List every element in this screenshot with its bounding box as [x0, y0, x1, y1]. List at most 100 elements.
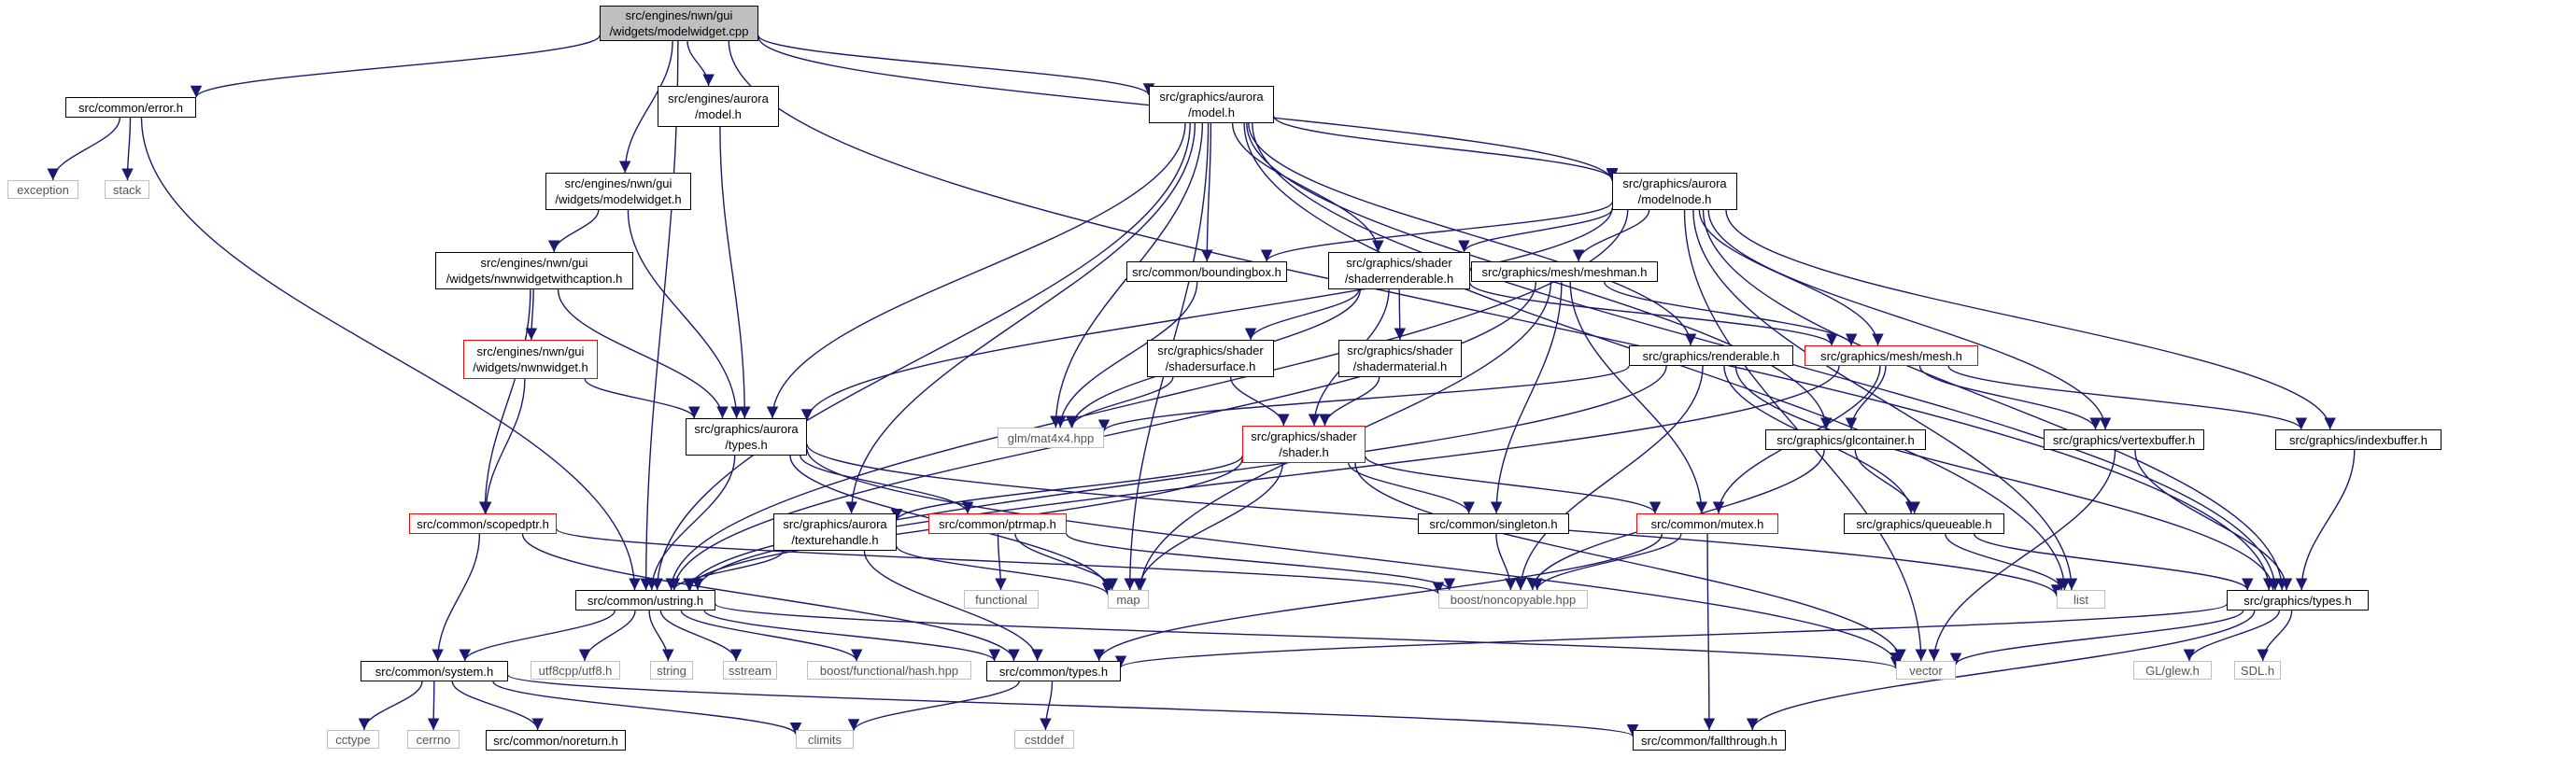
edge-mesh-h-to-indexbuffer-h [1947, 365, 2308, 430]
node-common-types-h[interactable]: src/common/types.h [986, 661, 1121, 681]
node-string: string [650, 661, 693, 680]
edge-gfx-model-h-to-aurora-types-h [766, 122, 1186, 419]
edge-mutex-h-to-common-types-h [1093, 533, 1663, 662]
edge-shader-h-to-mutex-h [1365, 456, 1662, 514]
node-queueable-h[interactable]: src/graphics/queueable.h [1844, 513, 2004, 534]
node-gfx-model-h[interactable]: src/graphics/aurora /model.h [1149, 86, 1274, 123]
edge-system-h-to-noreturn-h [451, 681, 544, 731]
node-error-h[interactable]: src/common/error.h [65, 97, 196, 118]
node-fallthrough-h[interactable]: src/common/fallthrough.h [1633, 730, 1786, 751]
node-noreturn-h[interactable]: src/common/noreturn.h [486, 730, 626, 751]
edge-system-h-to-cctype [358, 681, 423, 731]
edge-shader-h-to-singleton-h [1348, 462, 1475, 514]
node-cstddef: cstddef [1014, 730, 1074, 749]
edge-ustring-h-to-system-h [459, 610, 616, 662]
node-indexbuffer-h[interactable]: src/graphics/indexbuffer.h [2275, 429, 2442, 450]
edge-shadersurface-h-to-shader-h [1230, 376, 1290, 427]
edge-ptrmap-h-to-noncopyable [1066, 533, 1455, 591]
edge-renderable-h-to-mat4x4 [1097, 365, 1630, 432]
edge-modelnode-h-to-shaderrenderable-h [1458, 208, 1613, 253]
edge-renderable-h-to-noncopyable [1514, 365, 1704, 591]
node-system-h[interactable]: src/common/system.h [361, 661, 508, 681]
node-scopedptr-h[interactable]: src/common/scopedptr.h [409, 513, 557, 534]
edge-shadersurface-h-to-mat4x4 [1065, 376, 1174, 428]
node-ptrmap-h[interactable]: src/common/ptrmap.h [928, 513, 1067, 534]
edge-renderable-h-to-ustring-h [684, 365, 1667, 591]
node-ustring-h[interactable]: src/common/ustring.h [575, 590, 715, 611]
edge-shaderrenderable-h-to-mesh-h [1469, 282, 1838, 346]
edge-mutex-h-to-noncopyable [1531, 533, 1682, 591]
edge-aurora-types-h-to-vector [806, 448, 1903, 665]
node-vector: vector [1896, 661, 1956, 680]
edge-indexbuffer-h-to-gfx-types-h [2295, 449, 2356, 591]
edge-ustring-h-to-common-types-h [703, 610, 1000, 662]
node-mutex-h[interactable]: src/common/mutex.h [1636, 513, 1778, 534]
edge-modelnode-h-to-boundingbox-h [1260, 202, 1613, 262]
edge-common-types-h-to-climits [847, 681, 1020, 732]
node-shadermaterial-h[interactable]: src/graphics/shader /shadermaterial.h [1338, 340, 1462, 377]
node-vertexbuffer-h[interactable]: src/graphics/vertexbuffer.h [2044, 429, 2204, 450]
node-cctype: cctype [327, 730, 379, 749]
edge-ustring-h-to-hash [680, 610, 863, 662]
edge-texturehandle-h-to-map [896, 545, 1114, 596]
edge-ustring-h-to-string [648, 610, 674, 662]
edge-gfx-model-h-to-renderable-h [1248, 122, 1697, 346]
edge-renderable-h-to-gfx-types-h [1734, 365, 2279, 591]
node-gfx-types-h[interactable]: src/graphics/types.h [2227, 590, 2369, 611]
edge-meshman-h-to-mutex-h [1569, 281, 1708, 514]
node-texturehandle-h[interactable]: src/graphics/aurora /texturehandle.h [773, 513, 897, 551]
node-glcontainer-h[interactable]: src/graphics/glcontainer.h [1765, 429, 1926, 450]
edge-modelnode-h-to-gfx-types-h [1702, 209, 2288, 591]
edge-gfx-types-h-to-vector [1949, 610, 2244, 666]
edge-queueable-h-to-gfx-types-h [1974, 533, 2254, 591]
node-aurora-model-h[interactable]: src/engines/aurora /model.h [658, 86, 779, 127]
edge-nwnwidget-h-to-aurora-types-h [584, 378, 701, 419]
node-boundingbox-h[interactable]: src/common/boundingbox.h [1126, 261, 1287, 282]
node-meshman-h[interactable]: src/graphics/mesh/meshman.h [1471, 261, 1658, 282]
node-modelwidget-cpp: src/engines/nwn/gui /widgets/modelwidget… [600, 6, 758, 41]
node-functional: functional [964, 590, 1039, 609]
node-modelwidget-h[interactable]: src/engines/nwn/gui /widgets/modelwidget… [545, 173, 691, 210]
node-mesh-h[interactable]: src/graphics/mesh/mesh.h [1805, 345, 1978, 366]
edge-modelwidget-cpp-to-modelwidget-h [618, 40, 673, 174]
edge-aurora-model-h-to-aurora-types-h [719, 126, 751, 419]
edge-boundingbox-h-to-mat4x4 [1054, 281, 1198, 428]
node-cerrno: cerrno [407, 730, 460, 749]
edge-modelwidget-cpp-to-error-h [190, 35, 601, 98]
edge-modelnode-h-to-list [1692, 209, 2078, 591]
edge-texturehandle-h-to-common-types-h [863, 550, 1043, 662]
edge-gfx-model-h-to-ustring-h [651, 122, 1191, 591]
edge-ustring-h-to-vector [715, 603, 1902, 669]
edge-meshman-h-to-singleton-h [1490, 281, 1563, 514]
node-nwnwidget-h[interactable]: src/engines/nwn/gui /widgets/nwnwidget.h [463, 340, 598, 379]
edge-modelwidget-cpp-to-ustring-h [640, 40, 679, 591]
edge-mesh-h-to-glcontainer-h [1845, 365, 1887, 430]
node-renderable-h[interactable]: src/graphics/renderable.h [1629, 345, 1793, 366]
node-shadersurface-h[interactable]: src/graphics/shader /shadersurface.h [1147, 340, 1274, 377]
node-shader-h[interactable]: src/graphics/shader /shader.h [1242, 426, 1366, 463]
edge-modelwidget-cpp-to-aurora-model-h [686, 40, 715, 87]
node-modelnode-h[interactable]: src/graphics/aurora /modelnode.h [1612, 173, 1737, 210]
edge-ustring-h-to-sstream [659, 610, 743, 662]
edge-modelwidget-h-to-aurora-types-h [627, 209, 743, 419]
edge-mesh-h-to-vertexbuffer-h [1918, 365, 2102, 430]
edge-error-h-to-stack [121, 117, 134, 181]
edge-modelnode-h-to-indexbuffer-h [1725, 209, 2336, 430]
node-singleton-h[interactable]: src/common/singleton.h [1418, 513, 1569, 534]
edge-mesh-h-to-ustring-h [691, 365, 1840, 591]
edge-queueable-h-to-list [1945, 533, 2068, 591]
edge-system-h-to-cerrno [427, 681, 440, 731]
edge-scopedptr-h-to-common-types-h [521, 533, 1020, 662]
edge-aurora-types-h-to-ustring-h [645, 455, 736, 591]
node-sstream: sstream [723, 661, 777, 680]
edge-nwnwidget-h-to-scopedptr-h [479, 378, 526, 514]
edge-vertexbuffer-h-to-gfx-types-h [2134, 449, 2293, 591]
node-nwnwidgetwithcaption-h[interactable]: src/engines/nwn/gui /widgets/nwnwidgetwi… [435, 252, 633, 289]
edge-gfx-model-h-to-modelnode-h [1273, 116, 1619, 180]
edge-gfx-model-h-to-boundingbox-h [1201, 122, 1213, 262]
node-hash: boost/functional/hash.hpp [807, 661, 971, 680]
edge-ustring-h-to-utf8 [578, 610, 636, 662]
edge-modelnode-h-to-meshman-h [1572, 209, 1650, 262]
node-aurora-types-h[interactable]: src/graphics/aurora /types.h [686, 418, 807, 456]
node-shaderrenderable-h[interactable]: src/graphics/shader /shaderrenderable.h [1328, 252, 1470, 289]
